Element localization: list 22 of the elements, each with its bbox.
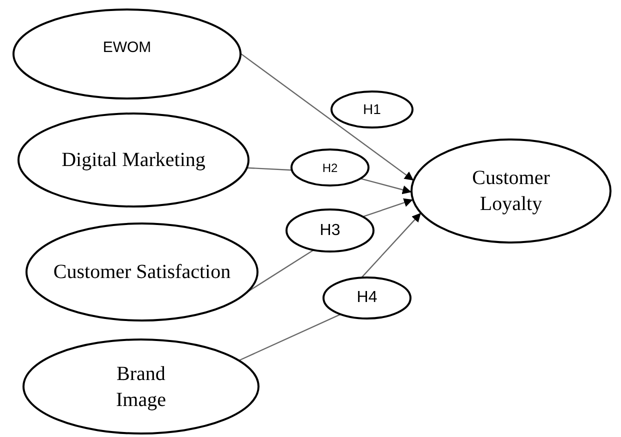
node-label: Customer Loyalty bbox=[471, 166, 551, 217]
node-label: H2 bbox=[322, 160, 338, 176]
ellipse-node bbox=[17, 112, 250, 208]
arrow bbox=[362, 198, 414, 218]
node-label: Customer Satisfaction bbox=[53, 260, 231, 285]
ellipse-node bbox=[12, 8, 242, 100]
ellipse-node bbox=[322, 276, 412, 320]
node-label: Digital Marketing bbox=[62, 148, 206, 173]
node-label: Brand Image bbox=[115, 362, 167, 412]
node-label: EWOM bbox=[102, 38, 152, 58]
ellipse-node bbox=[285, 208, 375, 253]
ellipse-node bbox=[25, 222, 259, 322]
ellipse-node bbox=[290, 148, 370, 187]
arrow bbox=[240, 52, 414, 181]
node-label: H1 bbox=[363, 100, 381, 119]
node-label: H4 bbox=[356, 288, 378, 308]
node-label: H3 bbox=[320, 220, 340, 240]
arrow bbox=[361, 212, 422, 278]
ellipse-node bbox=[330, 90, 414, 129]
ellipse-node bbox=[22, 338, 260, 435]
ellipse-node bbox=[410, 138, 612, 244]
arrow bbox=[360, 178, 412, 194]
